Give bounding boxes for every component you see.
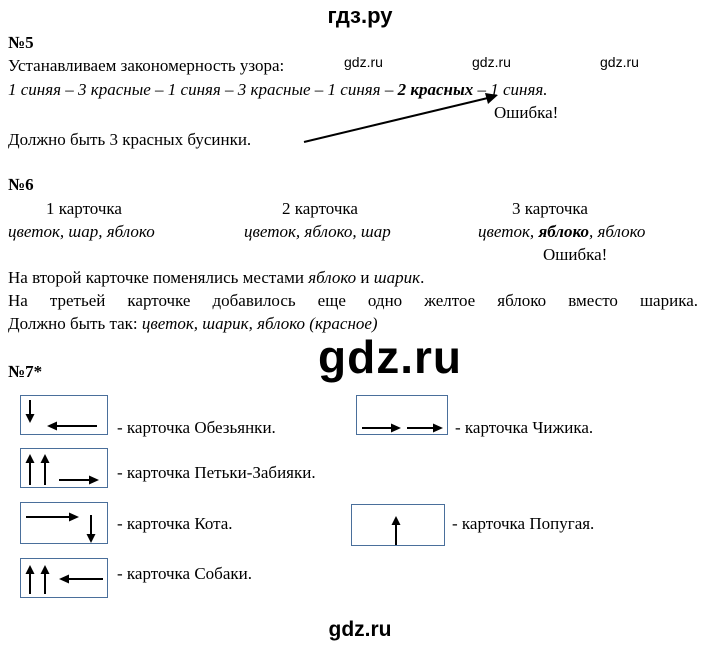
task5-pointer-arrow (303, 93, 498, 143)
footer-watermark: gdz.ru (328, 618, 392, 641)
line1-i1: яблоко (308, 268, 357, 287)
card-siskin-arrows (362, 423, 443, 433)
card-petka-arrows (25, 454, 99, 485)
line1-a: На второй карточке поменялись местами (8, 268, 309, 287)
card-cat-label: - карточка Кота. (117, 514, 233, 533)
card-cat (20, 502, 108, 544)
card-cat-arrows (26, 512, 96, 543)
card2-title: 2 карточка (282, 199, 358, 218)
task6-error: Ошибка! (543, 245, 608, 264)
line1-c: . (420, 268, 425, 287)
task5-pattern: 1 синяя – 3 красные – 1 синяя – 3 красны… (8, 80, 548, 100)
card3-items-bold: яблоко (538, 222, 589, 241)
task5-error: Ошибка! (494, 103, 559, 122)
card3-items-b: , яблоко (588, 222, 646, 241)
watermark-3: gdz.ru (600, 54, 639, 70)
pattern-start: 1 синяя – 3 красные – 1 синяя – 3 красны… (8, 80, 398, 99)
task6-line1: На второй карточке поменялись местами яб… (8, 268, 424, 288)
pattern-end: – 1 синяя. (473, 80, 548, 99)
site-header: гдз.ру (327, 3, 393, 28)
card-petka-label: - карточка Петьки-Забияки. (117, 463, 316, 482)
line1-b: и (356, 268, 374, 287)
pattern-bold: 2 красных (397, 80, 474, 99)
task6-number: №6 (8, 175, 34, 194)
task5-conclusion: Должно быть 3 красных бусинки. (8, 130, 252, 149)
task7-number: №7* (8, 362, 43, 381)
card-monkey (20, 395, 108, 435)
watermark-2: gdz.ru (472, 54, 511, 70)
task6-line3: Должно быть так: цветок, шарик, яблоко (… (8, 314, 378, 334)
card2-items: цветок, яблоко, шар (244, 222, 391, 241)
card-parrot-arrows (391, 516, 401, 545)
card3-title: 3 карточка (512, 199, 588, 218)
line1-i2: шарик (373, 268, 421, 287)
card-dog-arrows (25, 565, 103, 594)
line3-a: Должно быть так: (8, 314, 142, 333)
card3-items: цветок, яблоко, яблоко (478, 222, 645, 242)
card-parrot-label: - карточка Попугая. (452, 514, 595, 533)
card1-title: 1 карточка (46, 199, 122, 218)
card-monkey-arrows (25, 400, 97, 431)
card-siskin-label: - карточка Чижика. (455, 418, 594, 437)
task5-number: №5 (8, 33, 34, 52)
card-dog-label: - карточка Собаки. (117, 564, 252, 583)
card3-items-a: цветок, (478, 222, 539, 241)
card-petka (20, 448, 108, 488)
card1-items: цветок, шар, яблоко (8, 222, 155, 241)
card-monkey-label: - карточка Обезьянки. (117, 418, 276, 437)
task5-intro: Устанавливаем закономерность узора: (8, 56, 285, 75)
watermark-big: gdz.ru (318, 331, 462, 383)
watermark-1: gdz.ru (344, 54, 383, 70)
card-siskin (356, 395, 448, 435)
card-parrot (351, 504, 445, 546)
line3-i: цветок, шарик, яблоко (красное) (141, 314, 378, 333)
task6-line2: На третьей карточке добавилось еще одно … (8, 291, 698, 310)
card-dog (20, 558, 108, 598)
